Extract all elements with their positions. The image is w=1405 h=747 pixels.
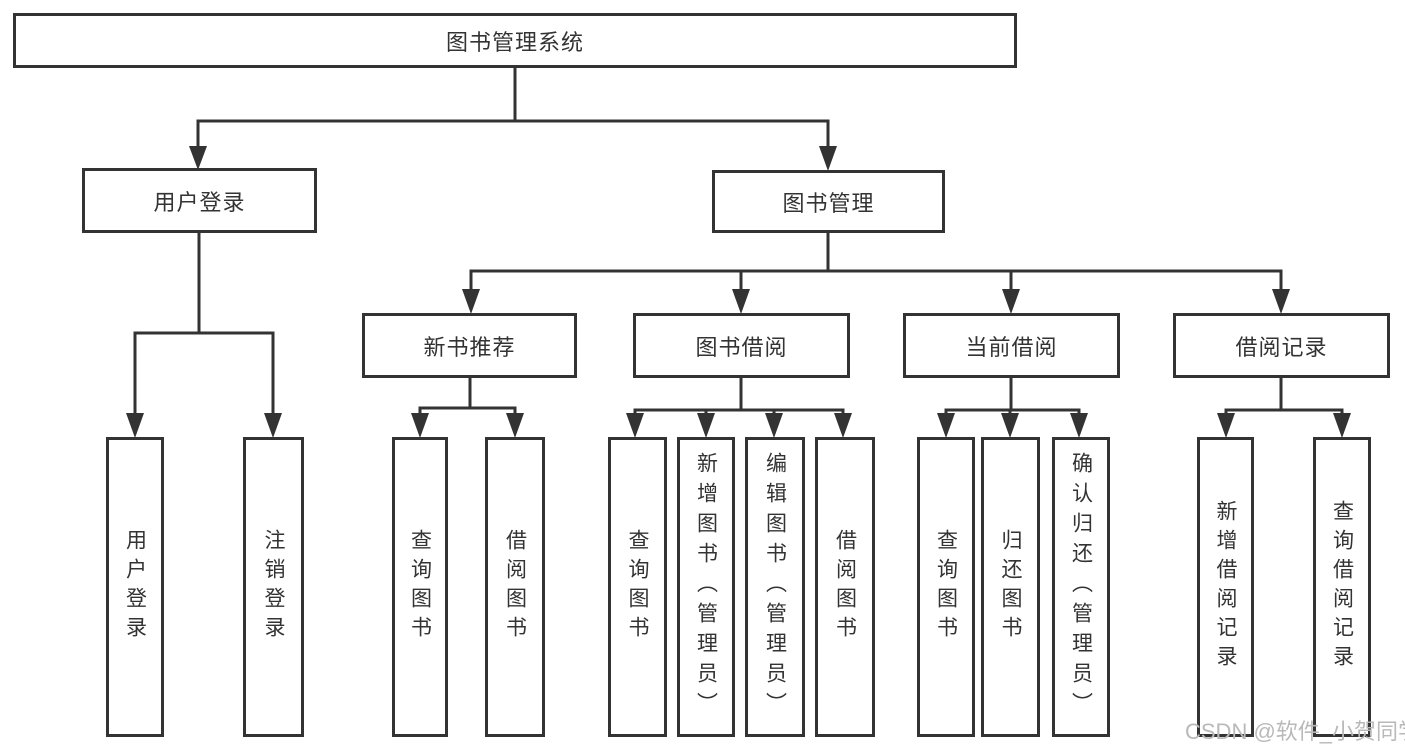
arrow-icon (1001, 413, 1019, 438)
node-current-borrow: 当前借阅 (903, 313, 1120, 378)
leaf-query-book-current-label: 查询图书 (934, 529, 958, 645)
node-new-book-recommend: 新书推荐 (362, 313, 577, 378)
leaf-logout: 注销登录 (243, 437, 304, 737)
leaf-return-book: 归还图书 (981, 437, 1040, 737)
leaf-query-book-current: 查询图书 (917, 437, 975, 737)
arrow-icon (819, 146, 837, 171)
csdn-watermark: CSDN @软件_小贺同学 (1185, 719, 1405, 744)
leaf-confirm-return-admin: 确认归还（管理员） (1052, 437, 1110, 737)
leaf-query-book-recommend-label: 查询图书 (408, 529, 432, 645)
arrowheads (126, 146, 1351, 438)
arrow-icon (1272, 289, 1290, 314)
arrow-icon (834, 413, 852, 438)
edge-userlogin-bar (133, 331, 275, 418)
arrow-icon (1217, 413, 1235, 438)
edge-level2-bar (196, 119, 830, 150)
leaf-query-borrow-record-label: 查询借阅记录 (1330, 500, 1354, 674)
node-borrow-records: 借阅记录 (1173, 313, 1390, 378)
leaf-borrow-book: 借阅图书 (815, 437, 875, 737)
arrow-icon (506, 413, 524, 438)
leaf-edit-book-admin: 编辑图书（管理员） (745, 437, 805, 737)
node-book-management-label: 图书管理 (782, 190, 875, 216)
arrow-icon (697, 413, 715, 438)
leaf-add-borrow-record: 新增借阅记录 (1197, 437, 1254, 737)
leaf-add-book-admin: 新增图书（管理员） (677, 437, 735, 737)
node-user-login: 用户登录 (82, 168, 317, 233)
edge-level3-bar (469, 269, 1283, 294)
arrow-icon (765, 413, 783, 438)
arrow-icon (189, 146, 207, 170)
node-borrow-records-label: 借阅记录 (1235, 334, 1328, 360)
leaf-query-book-borrow-label: 查询图书 (626, 529, 649, 645)
leaf-logout-label: 注销登录 (262, 529, 285, 645)
leaf-user-login-label: 用户登录 (123, 529, 147, 645)
leaf-query-book-recommend: 查询图书 (392, 437, 448, 737)
leaf-borrow-book-recommend: 借阅图书 (485, 437, 545, 737)
arrow-icon (264, 413, 282, 438)
arrow-icon (1070, 413, 1088, 438)
node-current-borrow-label: 当前借阅 (965, 334, 1058, 360)
arrow-icon (626, 413, 644, 438)
arrow-icon (1333, 413, 1351, 438)
leaf-user-login: 用户登录 (106, 437, 164, 737)
edge-bookborrow-bar (633, 378, 845, 418)
edge-currentborrow-bar (944, 378, 1081, 418)
leaf-confirm-return-admin-label: 确认归还（管理员） (1069, 452, 1093, 722)
leaf-borrow-book-label: 借阅图书 (833, 529, 857, 645)
arrow-icon (1002, 289, 1020, 314)
arrow-icon (937, 413, 955, 438)
arrow-icon (732, 289, 750, 314)
node-user-login-label: 用户登录 (153, 189, 246, 215)
arrow-icon (411, 413, 429, 438)
node-book-borrow: 图书借阅 (633, 313, 850, 378)
leaf-return-book-label: 归还图书 (999, 529, 1022, 645)
leaf-add-book-admin-label: 新增图书（管理员） (694, 452, 718, 722)
edge-newbookrec-bar (418, 378, 517, 418)
leaf-borrow-book-recommend-label: 借阅图书 (503, 529, 527, 645)
leaf-query-borrow-record: 查询借阅记录 (1313, 437, 1371, 737)
leaf-query-book-borrow: 查询图书 (608, 437, 667, 737)
node-new-book-recommend-label: 新书推荐 (423, 334, 516, 360)
node-root: 图书管理系统 (13, 13, 1017, 68)
leaf-add-borrow-record-label: 新增借阅记录 (1214, 500, 1237, 674)
edge-borrowrecords-bar (1224, 378, 1344, 418)
arrow-icon (462, 289, 480, 314)
arrow-icon (126, 413, 144, 438)
node-book-management: 图书管理 (712, 170, 945, 233)
node-root-label: 图书管理系统 (445, 29, 584, 55)
node-book-borrow-label: 图书借阅 (695, 334, 788, 360)
leaf-edit-book-admin-label: 编辑图书（管理员） (763, 452, 787, 722)
